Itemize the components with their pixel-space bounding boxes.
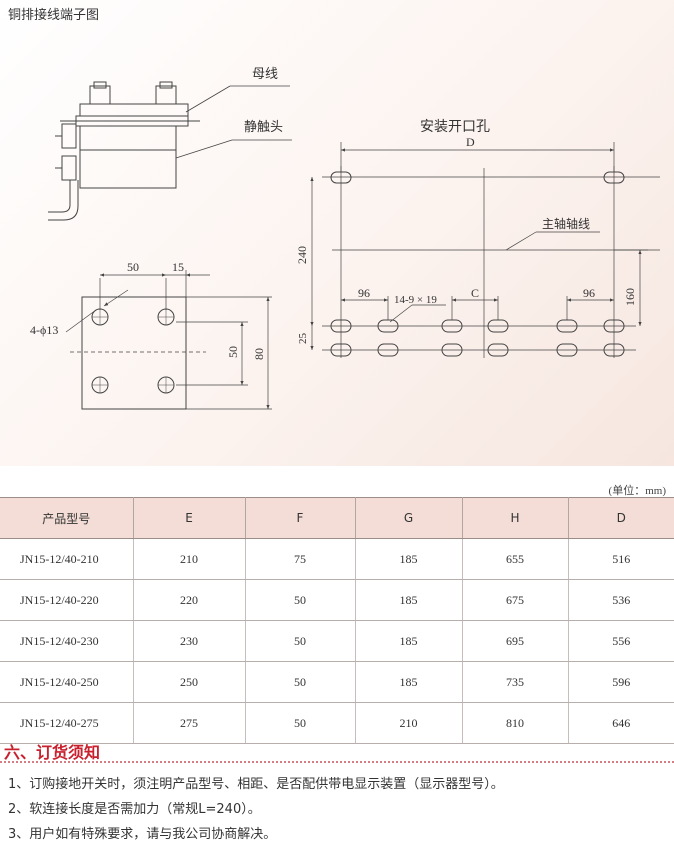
table-row: JN15-12/40-250 250 50 185 735 596 xyxy=(0,661,674,703)
cell-d: 516 xyxy=(568,538,674,580)
header-model: 产品型号 xyxy=(0,497,134,539)
label-mount-holes: 安装开口孔 xyxy=(420,119,490,135)
cell-h: 735 xyxy=(462,661,569,703)
dim-50-vertical: 50 xyxy=(226,346,240,358)
cell-model: JN15-12/40-250 xyxy=(0,661,134,703)
cell-h: 655 xyxy=(462,538,569,580)
unit-label: (单位：mm) xyxy=(608,485,666,497)
label-static-contact: 静触头 xyxy=(244,120,283,135)
header-f: F xyxy=(245,497,356,539)
cell-f: 50 xyxy=(245,620,356,662)
cell-f: 50 xyxy=(245,661,356,703)
cell-h: 675 xyxy=(462,579,569,621)
cell-e: 210 xyxy=(133,538,246,580)
header-g: G xyxy=(355,497,463,539)
cell-g: 185 xyxy=(355,579,463,621)
cell-d: 596 xyxy=(568,661,674,703)
dim-160: 160 xyxy=(623,288,637,306)
cell-e: 220 xyxy=(133,579,246,621)
list-item: 1、订购接地开关时，须注明产品型号、相距、是否配供带电显示装置（显示器型号）。 xyxy=(8,777,504,792)
dim-80-vertical: 80 xyxy=(252,348,266,360)
dim-50-horizontal: 50 xyxy=(127,260,139,274)
cell-e: 230 xyxy=(133,620,246,662)
label-main-axis: 主轴轴线 xyxy=(542,216,590,231)
dim-96-right: 96 xyxy=(583,286,595,300)
ordering-notes: 1、订购接地开关时，须注明产品型号、相距、是否配供带电显示装置（显示器型号）。 … xyxy=(8,772,504,847)
cell-d: 536 xyxy=(568,579,674,621)
dim-240: 240 xyxy=(295,246,309,264)
dim-hole-count: 4-ϕ13 xyxy=(30,323,58,337)
cell-g: 185 xyxy=(355,538,463,580)
dim-15: 15 xyxy=(172,260,184,274)
cell-model: JN15-12/40-275 xyxy=(0,702,134,744)
cell-h: 695 xyxy=(462,620,569,662)
header-h: H xyxy=(462,497,569,539)
table-row: JN15-12/40-210 210 75 185 655 516 xyxy=(0,538,674,580)
cell-model: JN15-12/40-220 xyxy=(0,579,134,621)
header-e: E xyxy=(133,497,246,539)
terminal-plate xyxy=(65,270,272,410)
cell-f: 75 xyxy=(245,538,356,580)
dim-C: C xyxy=(471,286,479,300)
cell-h: 810 xyxy=(462,702,569,744)
ordering-section-title: 六、订货须知 xyxy=(4,743,101,762)
cell-g: 185 xyxy=(355,661,463,703)
cell-g: 210 xyxy=(355,702,463,744)
drawing-panel: 铜排接线端子图 xyxy=(0,0,674,466)
panel-title: 铜排接线端子图 xyxy=(8,8,100,23)
table-row: JN15-12/40-230 230 50 185 695 556 xyxy=(0,620,674,662)
cell-d: 646 xyxy=(568,702,674,744)
cell-d: 556 xyxy=(568,620,674,662)
dim-25: 25 xyxy=(297,333,309,345)
spec-table: 产品型号 E F G H D JN15-12/40-210 210 75 185… xyxy=(0,497,674,744)
label-busbar: 母线 xyxy=(252,67,278,82)
cell-e: 275 xyxy=(133,702,246,744)
mounting-hole-layout xyxy=(310,142,660,358)
table-header-row: 产品型号 E F G H D xyxy=(0,497,674,539)
dim-D: D xyxy=(466,135,475,149)
dim-slot-count: 14-9 × 19 xyxy=(394,294,437,306)
busbar-assembly xyxy=(48,81,292,221)
list-item: 2、软连接长度是否需加力（常规L=240）。 xyxy=(8,802,261,817)
list-item: 3、用户如有特殊要求，请与我公司协商解决。 xyxy=(8,827,277,842)
cell-model: JN15-12/40-210 xyxy=(0,538,134,580)
cell-g: 185 xyxy=(355,620,463,662)
header-d: D xyxy=(568,497,674,539)
cell-model: JN15-12/40-230 xyxy=(0,620,134,662)
table-row: JN15-12/40-275 275 50 210 810 646 xyxy=(0,702,674,744)
section-divider xyxy=(0,761,674,763)
dim-96-left: 96 xyxy=(358,286,370,300)
table-row: JN15-12/40-220 220 50 185 675 536 xyxy=(0,579,674,621)
technical-drawing: 母线 静触头 xyxy=(30,67,660,410)
cell-f: 50 xyxy=(245,702,356,744)
cell-e: 250 xyxy=(133,661,246,703)
cell-f: 50 xyxy=(245,579,356,621)
